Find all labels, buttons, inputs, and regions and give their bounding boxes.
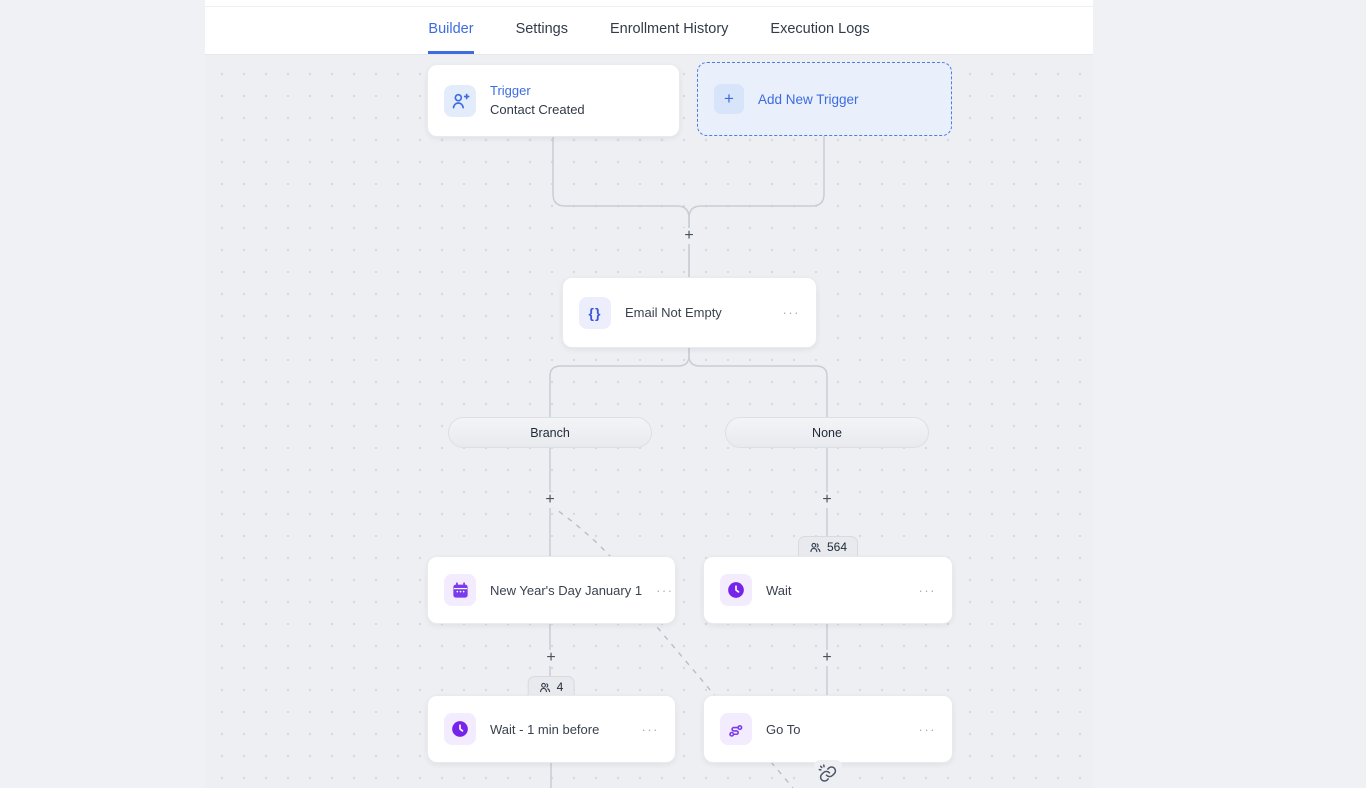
action-label: Go To	[766, 721, 801, 737]
calendar-icon	[444, 574, 476, 606]
action-label: Wait	[766, 582, 792, 598]
action-node-new-years-day[interactable]: New Year's Day January 1 ···	[427, 556, 676, 624]
broken-link-icon[interactable]	[814, 760, 842, 788]
add-step-button[interactable]: +	[681, 228, 697, 244]
trigger-title: Trigger	[490, 82, 531, 98]
trigger-text: Trigger Contact Created	[490, 82, 585, 120]
action-node-go-to[interactable]: Go To ···	[703, 695, 953, 763]
plus-icon: +	[714, 84, 744, 114]
action-label: New Year's Day January 1	[490, 582, 643, 598]
workflow-canvas[interactable]: Trigger Contact Created + Add New Trigge…	[205, 55, 1093, 788]
add-step-button[interactable]: +	[542, 492, 558, 508]
action-label: Wait - 1 min before	[490, 721, 600, 737]
add-new-trigger-label: Add New Trigger	[758, 91, 859, 107]
tab-settings[interactable]: Settings	[515, 21, 568, 37]
clock-icon	[444, 713, 476, 745]
tab-execution-logs[interactable]: Execution Logs	[770, 21, 870, 37]
tab-builder[interactable]: Builder	[428, 7, 474, 54]
condition-node-email-not-empty[interactable]: {} Email Not Empty ···	[562, 277, 817, 348]
contacts-icon	[540, 682, 551, 693]
action-node-wait[interactable]: Wait ···	[703, 556, 953, 624]
trigger-node[interactable]: Trigger Contact Created	[427, 64, 680, 137]
user-plus-icon	[444, 84, 476, 117]
more-options-icon[interactable]: ···	[918, 582, 936, 598]
connector-lines	[549, 136, 829, 788]
add-new-trigger-button[interactable]: + Add New Trigger	[697, 62, 952, 136]
contacts-icon	[810, 542, 821, 553]
enrolled-count: 564	[826, 540, 848, 554]
branch-pill-none[interactable]: None	[725, 417, 929, 448]
add-step-button[interactable]: +	[819, 650, 835, 666]
branch-pill-branch[interactable]: Branch	[448, 417, 652, 448]
tab-enrollment-history[interactable]: Enrollment History	[609, 21, 729, 37]
tab-bar: Builder Settings Enrollment History Exec…	[205, 7, 1093, 54]
app-column: Builder Settings Enrollment History Exec…	[205, 0, 1093, 788]
action-node-wait-1-min-before[interactable]: Wait - 1 min before ···	[427, 695, 676, 763]
condition-label: Email Not Empty	[625, 305, 722, 320]
trigger-subtitle: Contact Created	[490, 101, 585, 117]
more-options-icon[interactable]: ···	[656, 582, 674, 598]
add-step-button[interactable]: +	[819, 492, 835, 508]
more-options-icon[interactable]: ···	[641, 721, 659, 737]
clock-icon	[720, 574, 752, 606]
enrolled-count: 4	[556, 680, 564, 694]
more-options-icon[interactable]: ···	[782, 305, 800, 320]
tab-header: Builder Settings Enrollment History Exec…	[205, 0, 1093, 55]
more-options-icon[interactable]: ···	[918, 721, 936, 737]
route-icon	[720, 713, 752, 745]
add-step-button[interactable]: +	[543, 650, 559, 666]
braces-icon: {}	[579, 296, 611, 329]
